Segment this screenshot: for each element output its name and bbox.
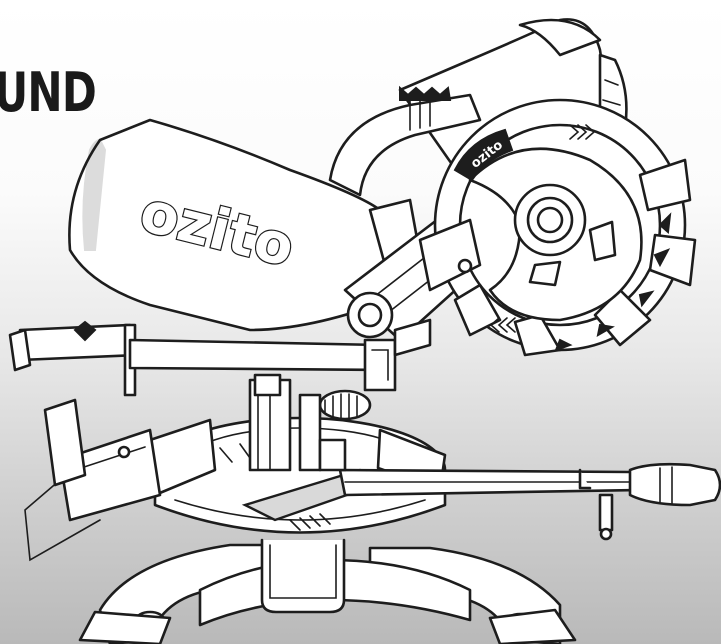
saw-base — [78, 538, 577, 644]
slide-rails — [338, 462, 721, 541]
dust-bag: ozito — [68, 118, 422, 332]
page-heading: UND — [0, 61, 97, 124]
saw-head: ozito — [328, 18, 697, 357]
pivot-column — [8, 320, 397, 472]
